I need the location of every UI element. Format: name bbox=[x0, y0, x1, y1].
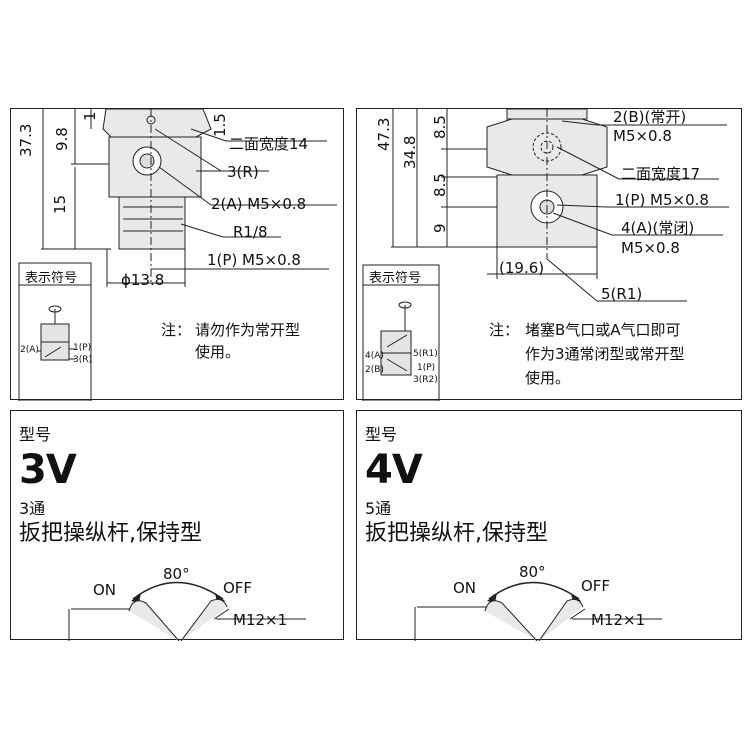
symbol-label: 表示符号 bbox=[369, 271, 422, 286]
thread-label: M12×1 bbox=[233, 611, 288, 629]
note-prefix: 注： bbox=[489, 321, 520, 339]
callout-hex-width: 二面宽度17 bbox=[621, 165, 701, 183]
drawing-bottom-right bbox=[414, 581, 662, 642]
dim-34-8: 34.8 bbox=[401, 135, 419, 169]
dim-9: 9 bbox=[431, 223, 449, 233]
callout-a-port: 2(A) M5×0.8 bbox=[211, 195, 307, 213]
operation-desc: 扳把操纵杆,保持型 bbox=[365, 521, 548, 546]
angle-label: 80° bbox=[519, 563, 546, 581]
dim-37-3: 37.3 bbox=[17, 123, 35, 157]
dim-1: 1 bbox=[81, 111, 99, 121]
callout-r-port: 5(R1) bbox=[601, 285, 643, 303]
ports-count: 3通 bbox=[19, 499, 46, 518]
callout-r-port: 3(R) bbox=[227, 163, 259, 181]
on-label: ON bbox=[93, 581, 117, 599]
operation-desc: 扳把操纵杆,保持型 bbox=[19, 521, 202, 546]
callout-r18: R1/8 bbox=[233, 223, 268, 241]
note-line-1: 堵塞B气口或A气口即可 bbox=[525, 321, 681, 339]
drawing-top-right bbox=[362, 108, 729, 402]
symbol-port-r1: 5(R1) bbox=[413, 349, 438, 359]
callout-b-port: 2(B)(常开) bbox=[613, 108, 687, 126]
type-label: 型号 bbox=[19, 425, 52, 444]
callout-p-port: 1(P) M5×0.8 bbox=[615, 191, 709, 209]
symbol-port-a: 2(A) bbox=[20, 345, 39, 355]
callout-b-size: M5×0.8 bbox=[613, 127, 672, 145]
note-line-2: 作为3通常闭型或常开型 bbox=[525, 345, 685, 363]
callout-a-port: 4(A)(常闭) bbox=[621, 219, 695, 237]
symbol-port-a: 4(A) bbox=[365, 351, 384, 361]
thread-label: M12×1 bbox=[591, 611, 646, 629]
dim-9-8: 9.8 bbox=[53, 127, 71, 151]
callout-width: (19.6) bbox=[499, 259, 545, 277]
type-label: 型号 bbox=[365, 425, 398, 444]
panel-top-left: 37.3 9.8 15 1.5 1 二面宽度14 3(R) 2(A) M5×0.… bbox=[10, 108, 344, 402]
dim-1-5: 1.5 bbox=[211, 113, 229, 137]
symbol-port-r2: 3(R2) bbox=[413, 375, 438, 385]
model-name: 3V bbox=[19, 447, 77, 493]
panel-bottom-right: 型号 4V 5通 扳把操纵杆,保持型 80° ON OFF M12×1 bbox=[356, 410, 742, 642]
callout-a-size: M5×0.8 bbox=[621, 239, 680, 257]
dim-15: 15 bbox=[51, 194, 69, 214]
note-line-2: 使用。 bbox=[195, 343, 241, 361]
symbol-port-r: 3(R) bbox=[73, 355, 93, 365]
callout-p-port: 1(P) M5×0.8 bbox=[207, 251, 301, 269]
model-name: 4V bbox=[365, 447, 423, 493]
ports-count: 5通 bbox=[365, 499, 392, 518]
symbol-label: 表示符号 bbox=[25, 271, 78, 286]
panel-bottom-left: 型号 3V 3通 扳把操纵杆,保持型 80° ON OFF M12×1 bbox=[10, 410, 344, 642]
symbol-port-p: 1(P) bbox=[73, 343, 92, 353]
callout-phi: ϕ13.8 bbox=[121, 271, 165, 289]
dim-8-5-mid: 8.5 bbox=[431, 173, 449, 197]
note-line-3: 使用。 bbox=[525, 369, 571, 387]
callout-hex-width: 二面宽度14 bbox=[229, 135, 309, 153]
off-label: OFF bbox=[223, 579, 253, 597]
off-label: OFF bbox=[581, 577, 611, 595]
panel-top-right: 47.3 34.8 8.5 8.5 9 2(B)(常开) M5×0.8 二面宽度… bbox=[356, 108, 742, 402]
dim-47-3: 47.3 bbox=[375, 117, 393, 151]
symbol-port-b: 2(B) bbox=[365, 365, 384, 375]
symbol-port-p: 1(P) bbox=[417, 363, 436, 373]
drawing-bottom-left bbox=[68, 581, 306, 642]
on-label: ON bbox=[453, 579, 477, 597]
angle-label: 80° bbox=[163, 565, 190, 583]
dim-8-5-top: 8.5 bbox=[431, 115, 449, 139]
drawing-top-left bbox=[18, 108, 337, 402]
note-prefix: 注： bbox=[161, 321, 192, 339]
note-line-1: 请勿作为常开型 bbox=[195, 321, 301, 339]
